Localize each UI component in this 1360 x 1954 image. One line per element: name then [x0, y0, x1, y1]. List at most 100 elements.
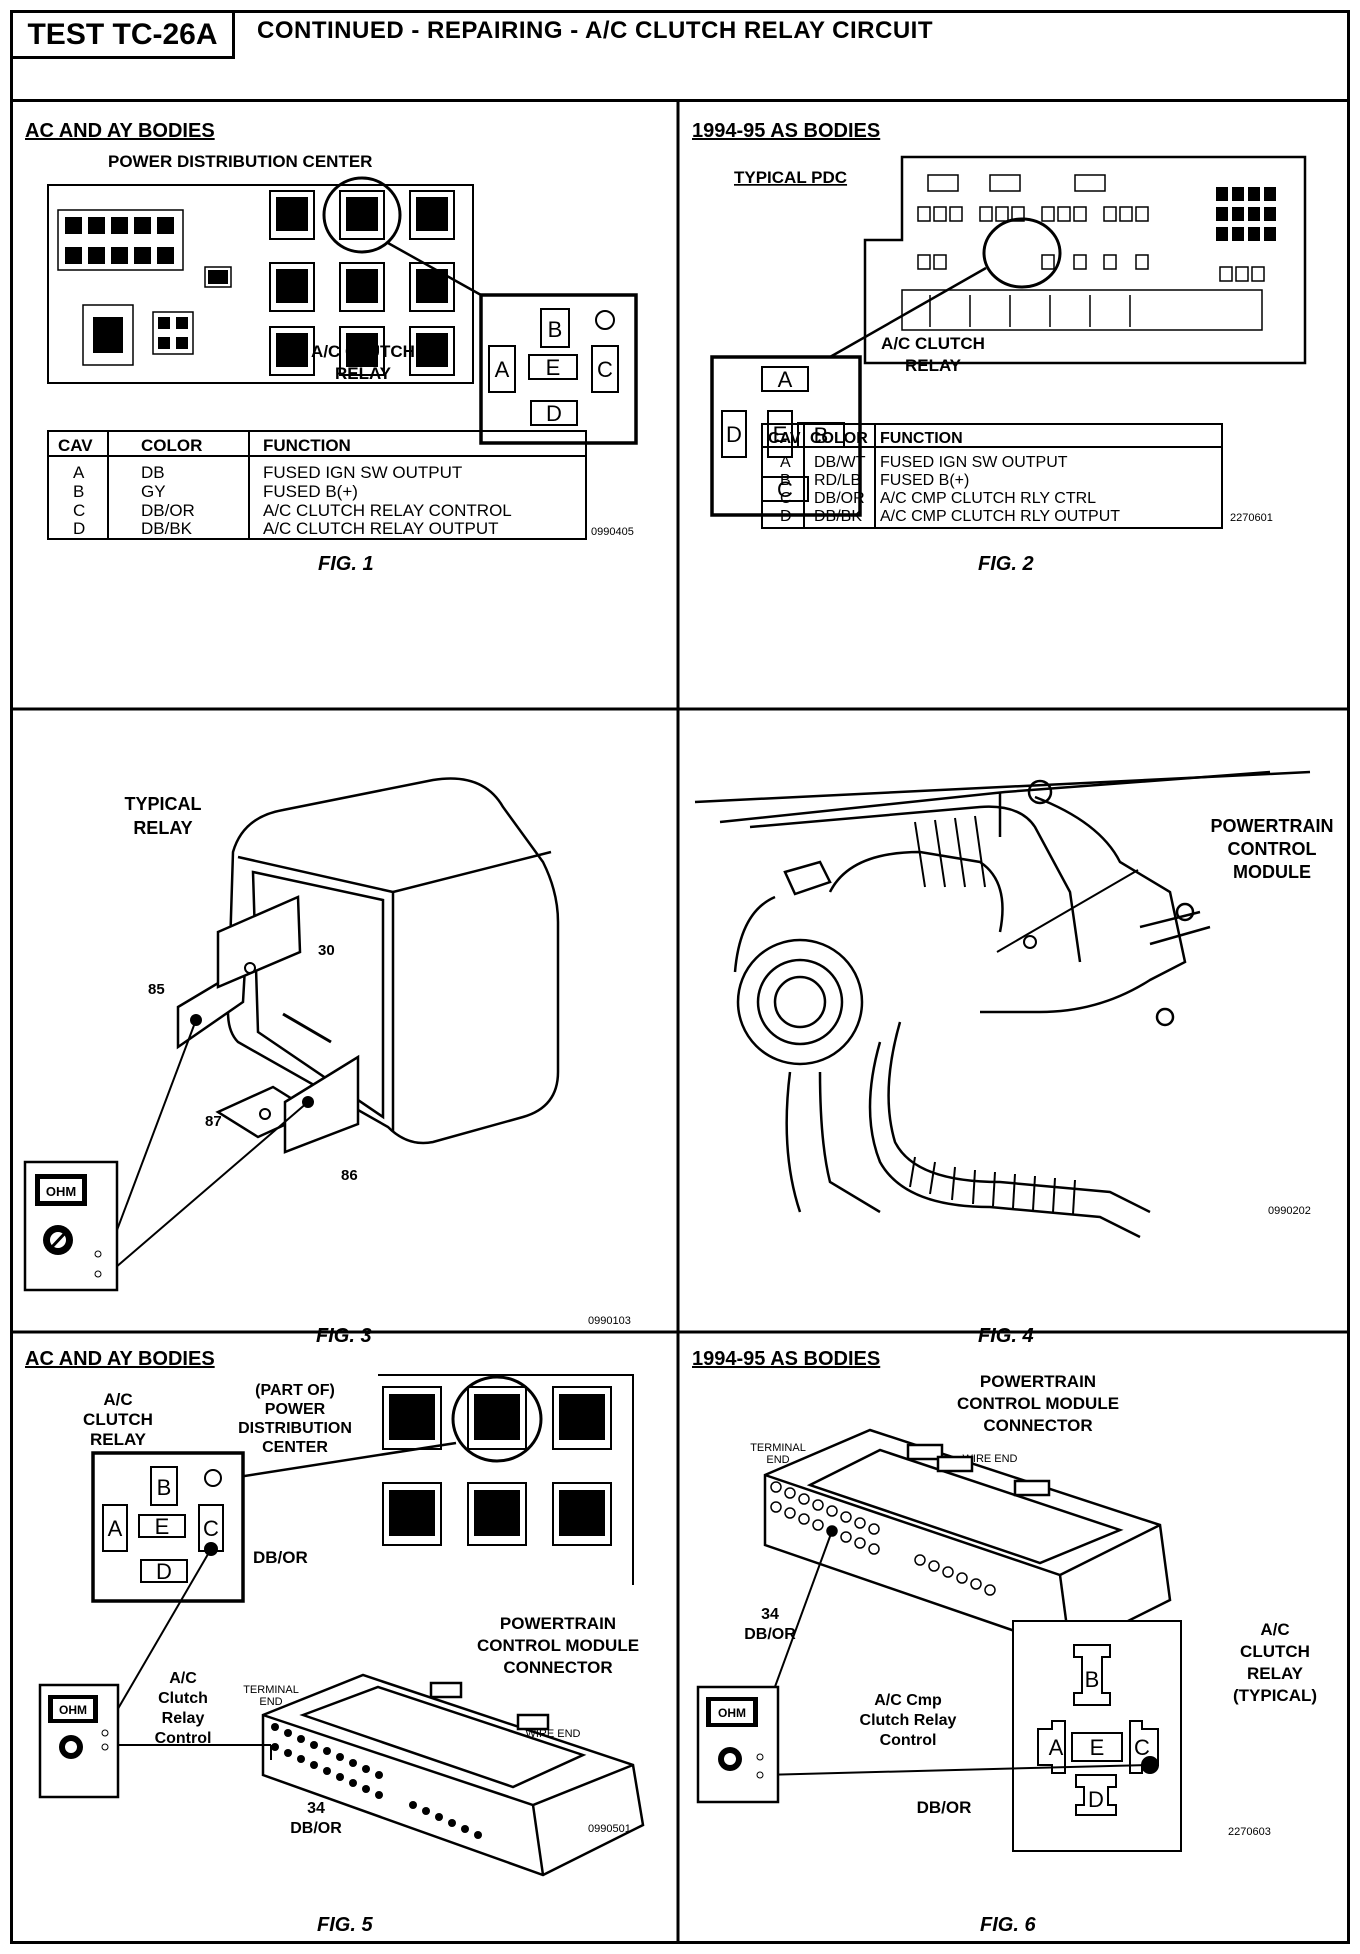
fig5-connector-pins: [271, 1723, 482, 1839]
fig2-function: FUSED B(+): [880, 472, 969, 489]
fig2-caption: FIG. 2: [978, 553, 1034, 575]
fig1-pin-a: A: [495, 357, 510, 382]
fuse-block: [65, 217, 228, 349]
fig2-pin-d: D: [726, 422, 742, 447]
fig6-caption: FIG. 6: [980, 1914, 1036, 1936]
fig3-terminal-85: 85: [148, 981, 165, 998]
fig1-relay-label-1: A/C CLUTCH: [311, 342, 415, 361]
header: TEST TC-26A CONTINUED - REPAIRING - A/C …: [10, 10, 1350, 102]
fig6-pin-b: B: [1085, 1667, 1100, 1692]
highlight-circle: [451, 1375, 543, 1463]
fig5-connector: [261, 1673, 645, 1877]
fig5-relay-1: A/C: [103, 1390, 132, 1409]
fig1-subheading: POWER DISTRIBUTION CENTER: [108, 152, 372, 171]
fig2-relay-detail: A D E B C: [710, 355, 862, 517]
fig1-function: A/C CLUTCH RELAY CONTROL: [263, 501, 512, 520]
fig6-pcm-2: CONTROL MODULE: [957, 1394, 1119, 1413]
fig3-caption-wrap: FIG. 3: [316, 1325, 372, 1347]
fig5-terminal-end-2: END: [259, 1696, 282, 1708]
fig6-pcm-3: CONNECTOR: [983, 1416, 1092, 1435]
fig5-pin-c: C: [203, 1516, 219, 1541]
fig6-wire: DB/OR: [917, 1798, 972, 1817]
fig2-th-color: COLOR: [810, 430, 868, 447]
fig6-heading: 1994-95 AS BODIES: [692, 1348, 880, 1370]
fig1-pin-c: C: [597, 357, 613, 382]
fig6-ref: 2270603: [1228, 1826, 1271, 1838]
fig5-relay-detail: B A E C D: [91, 1451, 245, 1603]
test-code: TEST TC-26A: [13, 13, 235, 59]
fig6-relay-3: RELAY: [1247, 1664, 1304, 1683]
fig1-relay-detail: B A E C D: [479, 293, 638, 445]
highlight-circle: [982, 217, 1062, 289]
fig6-relay-detail: B A E C D: [1012, 1620, 1182, 1852]
fig2-cav: C: [780, 490, 792, 507]
fig2-ref: 2270601: [1230, 512, 1273, 524]
fig2-color: RD/LB: [814, 472, 861, 489]
fig2-pin-e: E: [773, 422, 788, 447]
grid-lines: [10, 102, 1350, 1944]
highlight-circle: [322, 176, 402, 254]
fig1-cav: A: [73, 463, 85, 482]
fig5-pdc-relays: [382, 1386, 612, 1546]
fig5-ctrl-1: A/C: [169, 1670, 197, 1687]
fig5-part-1: (PART OF): [255, 1382, 335, 1399]
fig2-table: CAV COLOR FUNCTION A DB/WT FUSED IGN SW …: [761, 423, 1223, 529]
fig6-pin-d: D: [1088, 1787, 1104, 1812]
fig6-pin-a: A: [1049, 1735, 1064, 1760]
fig5-ref: 0990501: [588, 1823, 631, 1835]
relay-terminals: [176, 895, 360, 1154]
fig2-cav: D: [780, 508, 792, 525]
fig2-color: DB/WT: [814, 454, 866, 471]
pdc-fuses: [901, 174, 1265, 331]
fig5-pcm-2: CONTROL MODULE: [477, 1636, 639, 1655]
ohm-meter: OHM: [696, 1685, 780, 1804]
fig6-relay-2: CLUTCH: [1240, 1642, 1310, 1661]
fig3-label-1: TYPICAL: [124, 794, 201, 814]
maxi-fuses: [1216, 187, 1276, 241]
fig1-th-color: COLOR: [141, 436, 202, 455]
fig2-subheading: TYPICAL PDC: [734, 168, 847, 187]
fig6-pcm-1: POWERTRAIN: [980, 1372, 1096, 1391]
fig1-color: DB: [141, 463, 165, 482]
fig5-heading: AC AND AY BODIES: [25, 1348, 215, 1370]
fig3-caption: FIG. 3: [316, 1325, 372, 1347]
pdc-relays: [269, 190, 455, 376]
fig2-relay-label-2: RELAY: [905, 356, 962, 375]
fig6-terminal-end-1: TERMINAL: [750, 1442, 806, 1454]
fig2-pin-b: B: [814, 423, 829, 448]
fig1-function: A/C CLUTCH RELAY OUTPUT: [263, 519, 499, 538]
fig2: 1994-95 AS BODIES TYPICAL PDC: [692, 120, 1307, 575]
fig5-ctrl-3: Relay: [162, 1710, 205, 1727]
pcm-illustration: [694, 770, 1311, 1239]
fig5-ctrl-4: Control: [155, 1730, 212, 1747]
fig1-function: FUSED IGN SW OUTPUT: [263, 463, 462, 482]
fig3: TYPICAL RELAY 30 85 87 86: [23, 777, 631, 1327]
fig6-wire-end: WIRE END: [963, 1453, 1018, 1465]
fig5-part-4: CENTER: [262, 1439, 328, 1456]
fig2-cav: B: [780, 472, 791, 489]
fig1-pin-e: E: [546, 355, 561, 380]
fig6-connector: [763, 1428, 1172, 1652]
fig5-wire: DB/OR: [253, 1548, 308, 1567]
ohm-meter: OHM: [23, 1160, 119, 1292]
fig2-relay-label-1: A/C CLUTCH: [881, 334, 985, 353]
fig5-meter: OHM: [59, 1703, 87, 1717]
fig2-heading: 1994-95 AS BODIES: [692, 120, 880, 142]
fig2-function: A/C CMP CLUTCH RLY CTRL: [880, 490, 1096, 507]
fig3-terminal-30: 30: [318, 942, 335, 959]
fig6-relay-1: A/C: [1260, 1620, 1289, 1639]
fig4-label-2: CONTROL: [1228, 839, 1317, 859]
fig2-pin-c: C: [777, 477, 793, 502]
fig1-color: DB/BK: [141, 519, 193, 538]
fig6-terminal-end-2: END: [766, 1454, 789, 1466]
fig1-th-cav: CAV: [58, 436, 93, 455]
fig1-cav: B: [73, 482, 84, 501]
fig6-pin-color: DB/OR: [744, 1626, 796, 1643]
fig5-pcm-3: CONNECTOR: [503, 1658, 612, 1677]
fig3-label-2: RELAY: [133, 818, 192, 838]
fig4: POWERTRAIN CONTROL MODULE 0990202 FIG. 4: [694, 770, 1334, 1347]
ohm-meter: OHM: [38, 1683, 120, 1799]
fig2-color: DB/BK: [814, 508, 862, 525]
fig6-ctrl-3: Control: [880, 1732, 937, 1749]
